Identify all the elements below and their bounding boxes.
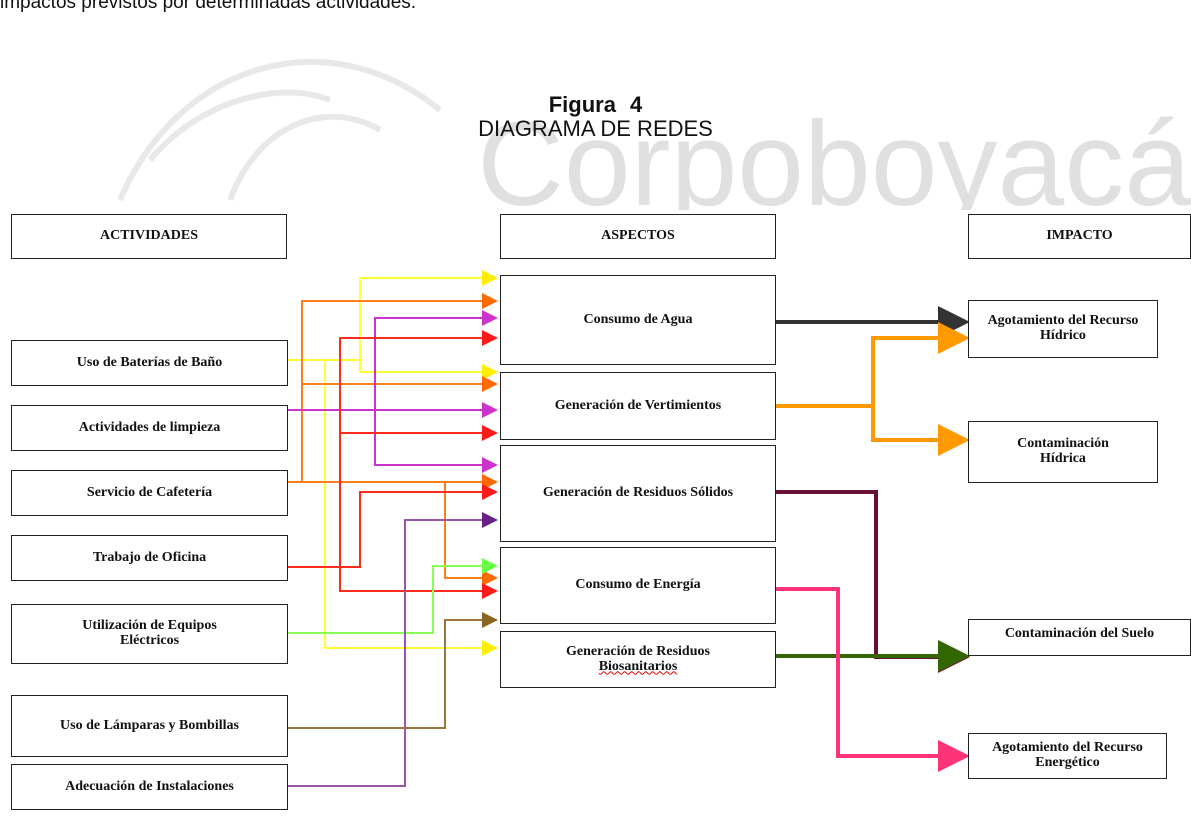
activity-actividades-limpieza: Actividades de limpieza <box>11 405 288 451</box>
figure-number: Figura 4 <box>548 92 643 117</box>
aspect-consumo-energia: Consumo de Energía <box>500 547 776 624</box>
header-aspects: ASPECTOS <box>500 214 776 259</box>
activity-servicio-cafeteria: Servicio de Cafetería <box>11 470 288 516</box>
link-adecuacion <box>288 512 498 787</box>
aspect-generacion-vertimientos: Generación de Vertimientos <box>500 372 776 440</box>
impact-contaminacion-suelo: Contaminación del Suelo <box>968 619 1191 656</box>
link-trabajo-oficina <box>288 330 498 599</box>
link-vertimientos-impacts <box>776 322 970 456</box>
link-solidos-suelo <box>776 490 970 673</box>
aspect-residuos-solidos: Generación de Residuos Sólidos <box>500 445 776 542</box>
impact-contaminacion-hidrica: Contaminación Hídrica <box>968 421 1158 483</box>
figure-title: DIAGRAMA DE REDES <box>478 116 713 141</box>
activity-lamparas: Uso de Lámparas y Bombillas <box>11 695 288 757</box>
aspect-consumo-agua: Consumo de Agua <box>500 275 776 365</box>
link-lamparas <box>288 612 498 729</box>
activity-equipos-electricos: Utilización de Equipos Eléctricos <box>11 604 288 664</box>
activity-adecuacion: Adecuación de Instalaciones <box>11 764 288 810</box>
activity-trabajo-oficina: Trabajo de Oficina <box>11 535 288 581</box>
link-energia-energetico <box>776 587 970 772</box>
impact-agotamiento-energetico: Agotamiento del Recurso Energético <box>968 733 1167 779</box>
intro-text: impactos previstos por determinadas acti… <box>0 0 417 13</box>
header-activities: ACTIVIDADES <box>11 214 287 259</box>
activity-uso-baterias: Uso de Baterías de Baño <box>11 340 288 386</box>
aspect-residuos-biosanitarios-line2: Biosanitarios <box>598 658 678 674</box>
aspect-residuos-biosanitarios: Generación de Residuos Biosanitarios <box>500 631 776 688</box>
link-servicio-cafeteria <box>288 293 498 586</box>
link-uso-baterias <box>288 270 498 656</box>
aspect-residuos-biosanitarios-line1: Generación de Residuos <box>566 643 710 659</box>
link-equipos-electricos <box>288 558 498 634</box>
link-actividades-limpieza <box>288 310 498 473</box>
impact-agotamiento-hidrico: Agotamiento del Recurso Hídrico <box>968 300 1158 358</box>
header-impact: IMPACTO <box>968 214 1191 259</box>
